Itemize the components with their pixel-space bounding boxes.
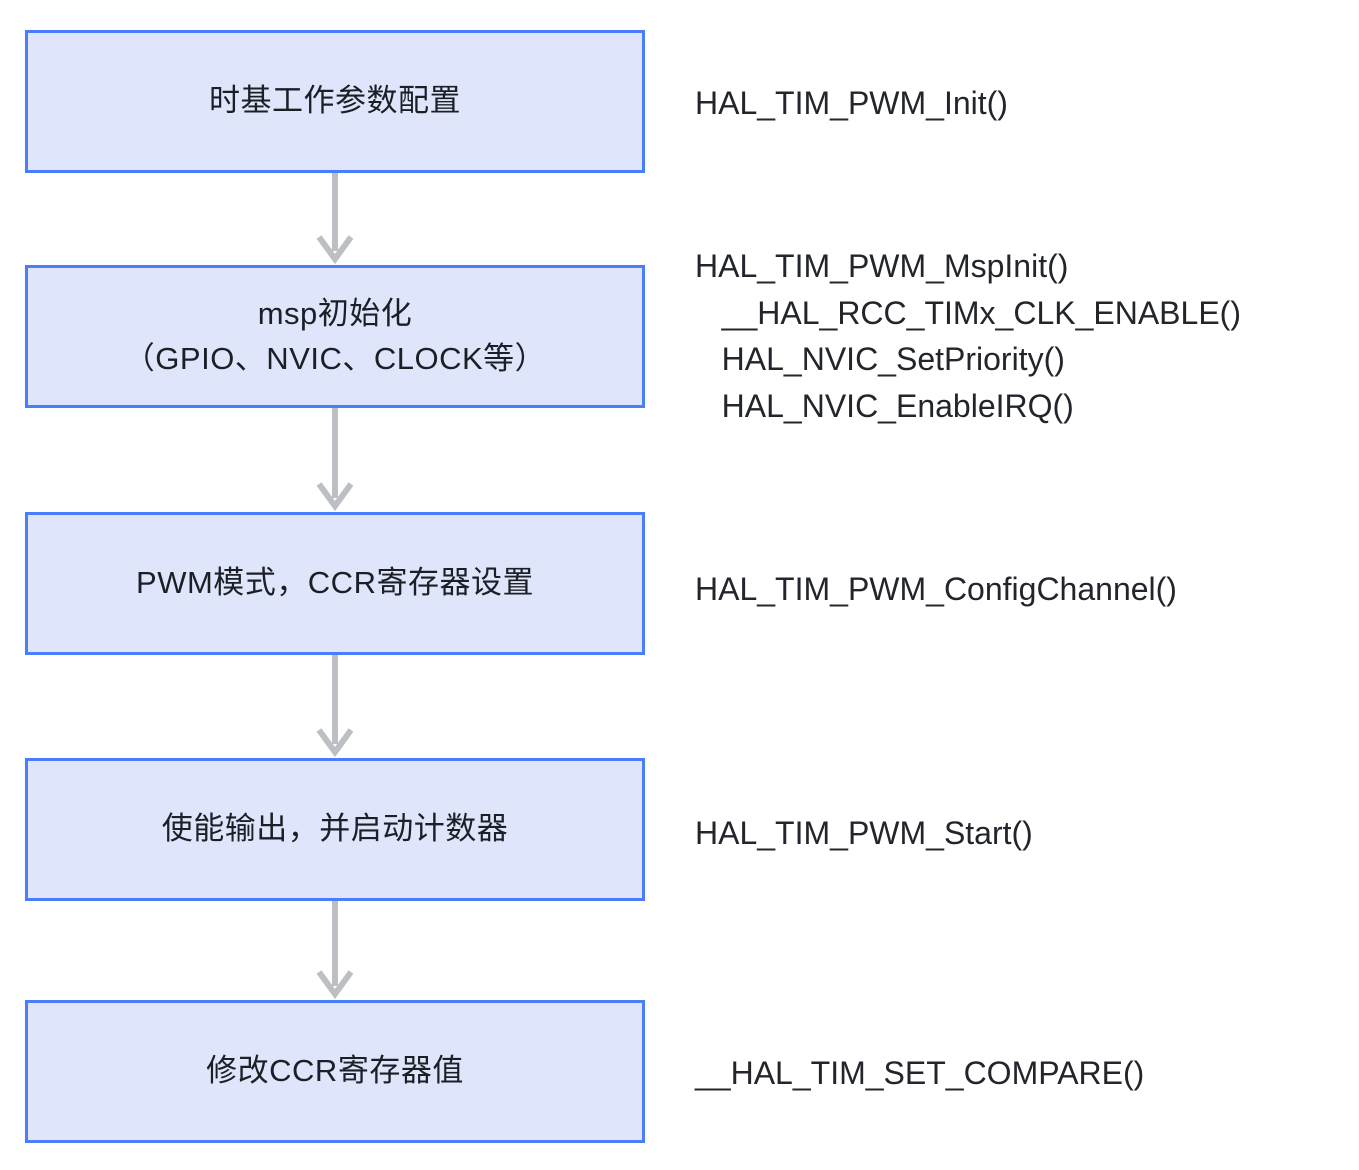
flow-node-step-3: PWM模式，CCR寄存器设置 [25, 512, 645, 655]
flow-node-label: 时基工作参数配置 [209, 83, 461, 119]
flow-node-step-4: 使能输出，并启动计数器 [25, 758, 645, 901]
api-annotation-step-1: HAL_TIM_PWM_Init() [695, 85, 1008, 121]
flow-node-label: 使能输出，并启动计数器 [161, 811, 509, 847]
api-annotation-step-4: HAL_TIM_PWM_Start() [695, 815, 1033, 851]
flow-node-label: PWM模式，CCR寄存器设置 [136, 565, 534, 601]
api-annotation-step-5: __HAL_TIM_SET_COMPARE() [695, 1055, 1145, 1091]
flow-node-step-1: 时基工作参数配置 [25, 30, 645, 173]
arrow-down-icon [311, 901, 359, 1000]
flow-node-step-5: 修改CCR寄存器值 [25, 1000, 645, 1143]
arrow-down-icon [311, 173, 359, 265]
api-annotation-step-2: HAL_TIM_PWM_MspInit() __HAL_RCC_TIMx_CLK… [695, 248, 1241, 425]
api-annotation-step-3: HAL_TIM_PWM_ConfigChannel() [695, 571, 1177, 607]
flow-node-step-2: msp初始化 （GPIO、NVIC、CLOCK等） [25, 265, 645, 408]
flow-node-label: 修改CCR寄存器值 [206, 1053, 464, 1089]
arrow-down-icon [311, 408, 359, 512]
flow-node-label: msp初始化 （GPIO、NVIC、CLOCK等） [123, 296, 547, 376]
arrow-down-icon [311, 655, 359, 758]
